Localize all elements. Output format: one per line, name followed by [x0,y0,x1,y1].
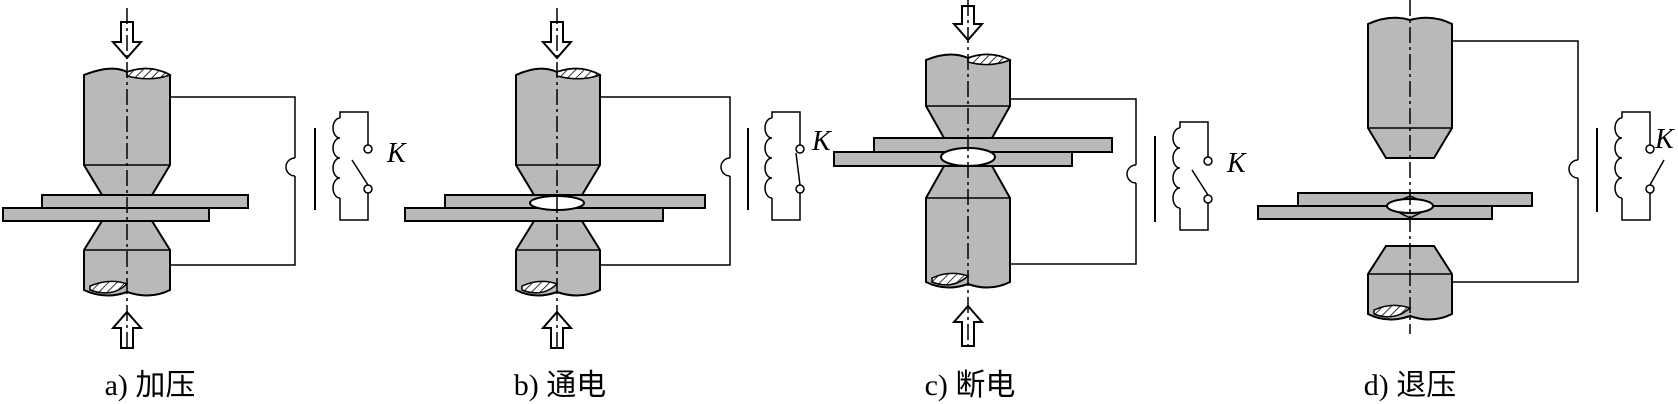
transformer-coil [1614,117,1623,199]
switch-blade-open [351,159,369,186]
switch-label: K [811,126,832,157]
caption-d: d) 退压 [1363,369,1457,402]
terminal-loop [1126,164,1137,184]
caption-c: c) 断电 [924,369,1016,402]
lower-sheet [2,207,210,222]
upper-electrode-hatch [967,53,1012,66]
switch-blade-open [1191,169,1209,196]
circuit-wire [600,96,731,158]
transformer-coil [332,117,341,199]
switch-label: K [1226,148,1247,179]
transformer-coil [764,117,773,199]
terminal-loop [720,157,731,177]
transformer-coil [1172,127,1181,209]
circuit-wire [170,96,296,158]
terminal-loop [1568,159,1579,179]
switch-blade-open [1649,159,1665,186]
upper-electrode-hatch [126,67,172,80]
switch-label: K [1654,124,1675,155]
circuit-wire [1452,40,1579,160]
upper-sheet [41,194,249,209]
lower-sheet [1257,205,1493,220]
panel-d: K [1257,0,1675,334]
upper-electrode-hatch [556,67,602,80]
force-arrow-up-icon [110,310,144,349]
caption-b: b) 通电 [513,369,607,402]
panel-b: K [404,8,832,352]
upper-electrode [515,67,601,196]
terminal-loop [285,157,296,177]
lower-sheet [404,207,664,222]
force-arrow-up-icon [540,310,574,349]
panel-c: K [833,0,1247,350]
panel-a: K [2,8,407,352]
upper-sheet [873,137,1113,153]
caption-a: a) 加压 [104,369,196,402]
switch-blade-closed [795,152,801,186]
circuit-wire [1010,98,1137,165]
switch-label: K [386,138,407,169]
